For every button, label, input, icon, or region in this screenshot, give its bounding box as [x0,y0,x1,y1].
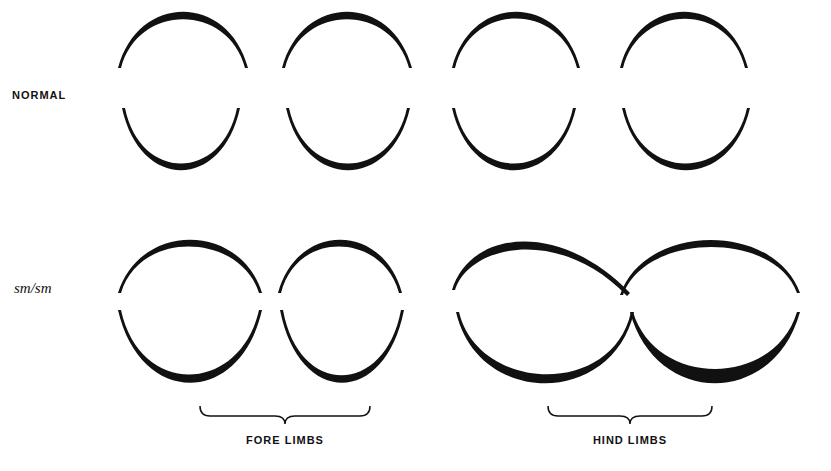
bone-arc [620,240,800,295]
row-label: NORMAL [12,89,66,101]
bone-arc [452,242,630,296]
bone-arc [280,310,404,383]
group-label: FORE LIMBS [246,434,324,446]
bone-arc [622,108,750,170]
brace [548,406,712,424]
bone-arc [118,310,262,383]
bone-arc [122,108,240,170]
group-label: HIND LIMBS [593,434,667,446]
brace [200,406,370,424]
bone-arc [620,12,748,68]
mutant-sections [118,240,800,384]
bone-arc [278,240,402,293]
bone-arc [286,108,410,170]
bone-arc [452,12,580,68]
bone-arc [456,312,634,383]
bone-arc [452,108,576,170]
normal-sections [118,12,750,171]
brackets [200,406,712,424]
bone-arc [282,12,412,68]
genotype-label: sm/sm [14,280,52,297]
bone-arc [118,240,262,293]
bone-arc [118,12,248,68]
bone-arc [630,312,800,383]
